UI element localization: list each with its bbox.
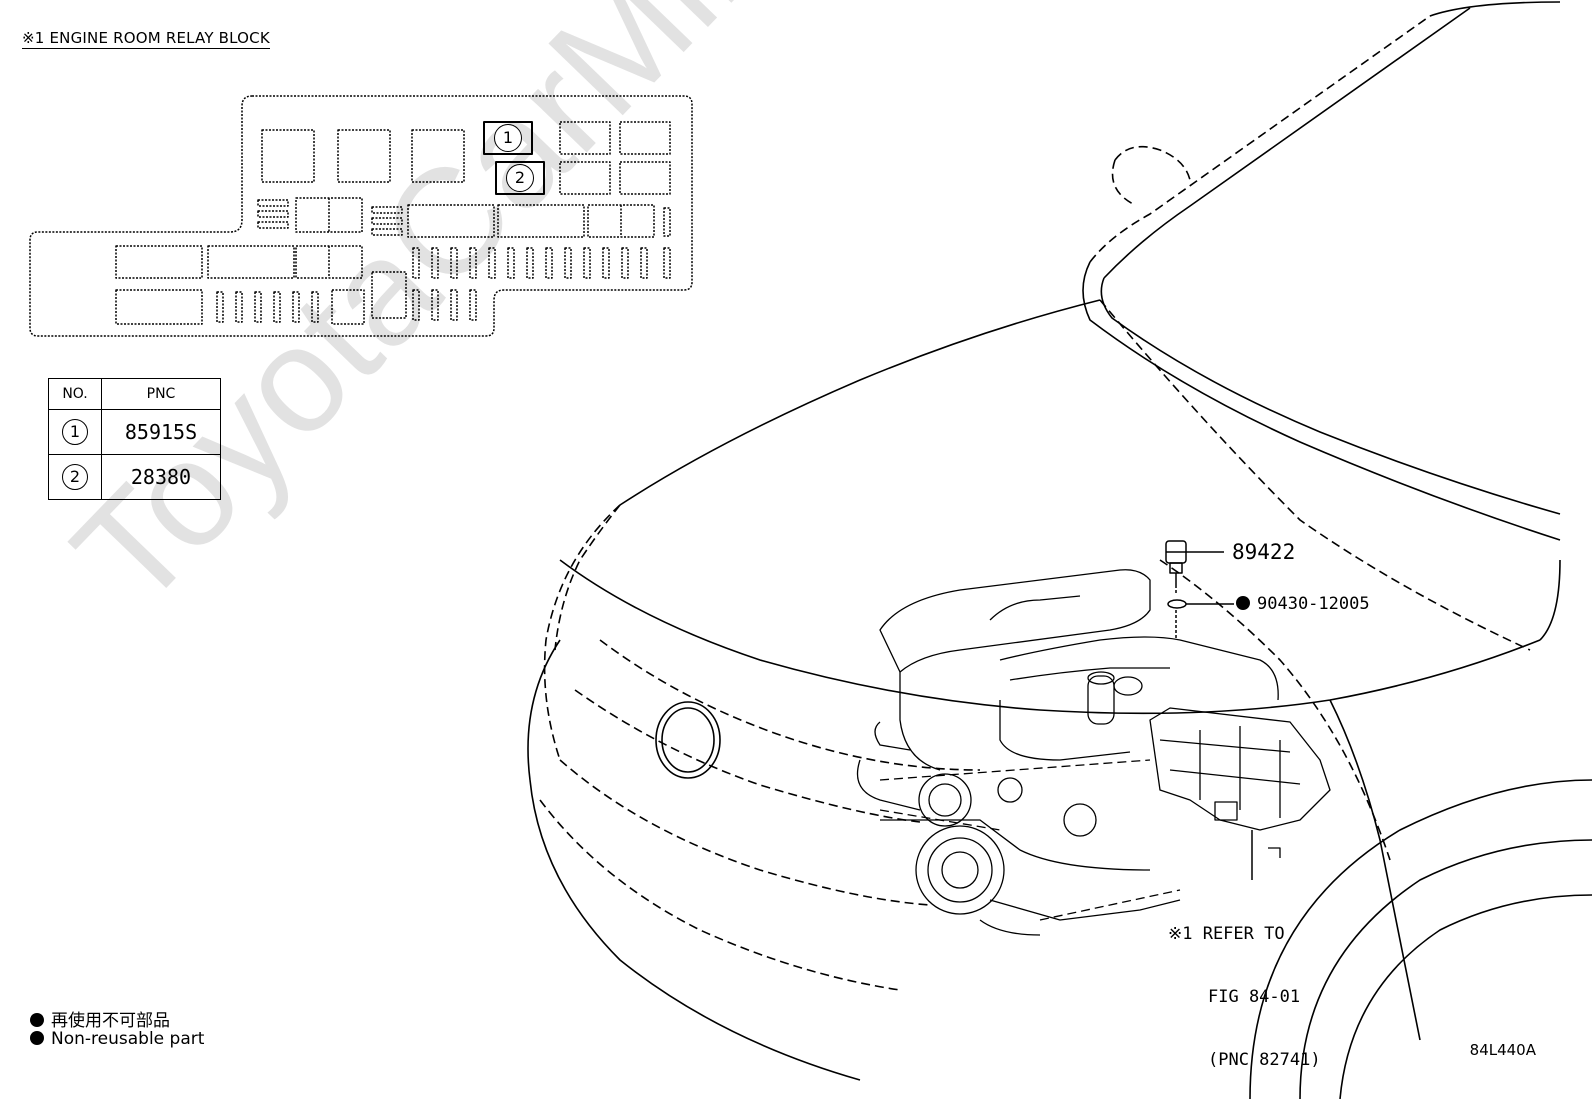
header-no: NO.: [48, 378, 102, 410]
refer-line-3: (PNC 82741): [1208, 1050, 1321, 1070]
pnc-cell: 85915S: [101, 409, 221, 455]
row-number-cell: 1: [48, 409, 102, 455]
non-reusable-dot-icon: [30, 1013, 44, 1027]
refer-line-2: FIG 84-01: [1208, 987, 1301, 1007]
row-number: 2: [62, 464, 88, 490]
callout-sensor-pnc: 89422: [1232, 540, 1296, 564]
vehicle-body-lines: [527, 1, 1592, 1099]
sensor-parts: [1165, 540, 1253, 880]
engine-assembly: [856, 569, 1331, 936]
pnc-table: NO. PNC 1 85915S 2 28380: [48, 378, 221, 500]
relay-position-1: 1: [494, 124, 522, 152]
non-reusable-dot-icon: [1236, 596, 1250, 610]
pnc-value: 85915S: [124, 420, 198, 444]
callout-refer: ※1 REFER TO FIG 84-01 (PNC 82741): [1168, 882, 1321, 1092]
row-number-cell: 2: [48, 454, 102, 500]
legend-english: Non-reusable part: [30, 1029, 204, 1049]
pnc-cell: 28380: [101, 454, 221, 500]
legend-japanese: 再使用不可部品: [30, 1006, 170, 1031]
relay-position-2: 2: [506, 164, 534, 192]
legend-japanese-text: 再使用不可部品: [51, 1011, 170, 1031]
table-row: 1 85915S: [48, 409, 221, 455]
row-number: 1: [62, 419, 88, 445]
header-pnc: PNC: [101, 378, 221, 410]
legend-english-text: Non-reusable part: [51, 1029, 205, 1049]
non-reusable-dot-icon: [30, 1031, 44, 1045]
relay-block-title: ※1 ENGINE ROOM RELAY BLOCK: [22, 29, 270, 49]
table-row: 2 28380: [48, 454, 221, 500]
pnc-value: 28380: [130, 465, 192, 489]
refer-line-1: ※1 REFER TO: [1168, 924, 1285, 944]
callout-gasket-pnc: 90430-12005: [1257, 594, 1370, 614]
relay-block-outline: [29, 95, 693, 337]
callout-gasket: 90430-12005: [1236, 594, 1370, 614]
pnc-table-header: NO. PNC: [48, 378, 221, 410]
figure-code: 84L440A: [1469, 1041, 1536, 1059]
